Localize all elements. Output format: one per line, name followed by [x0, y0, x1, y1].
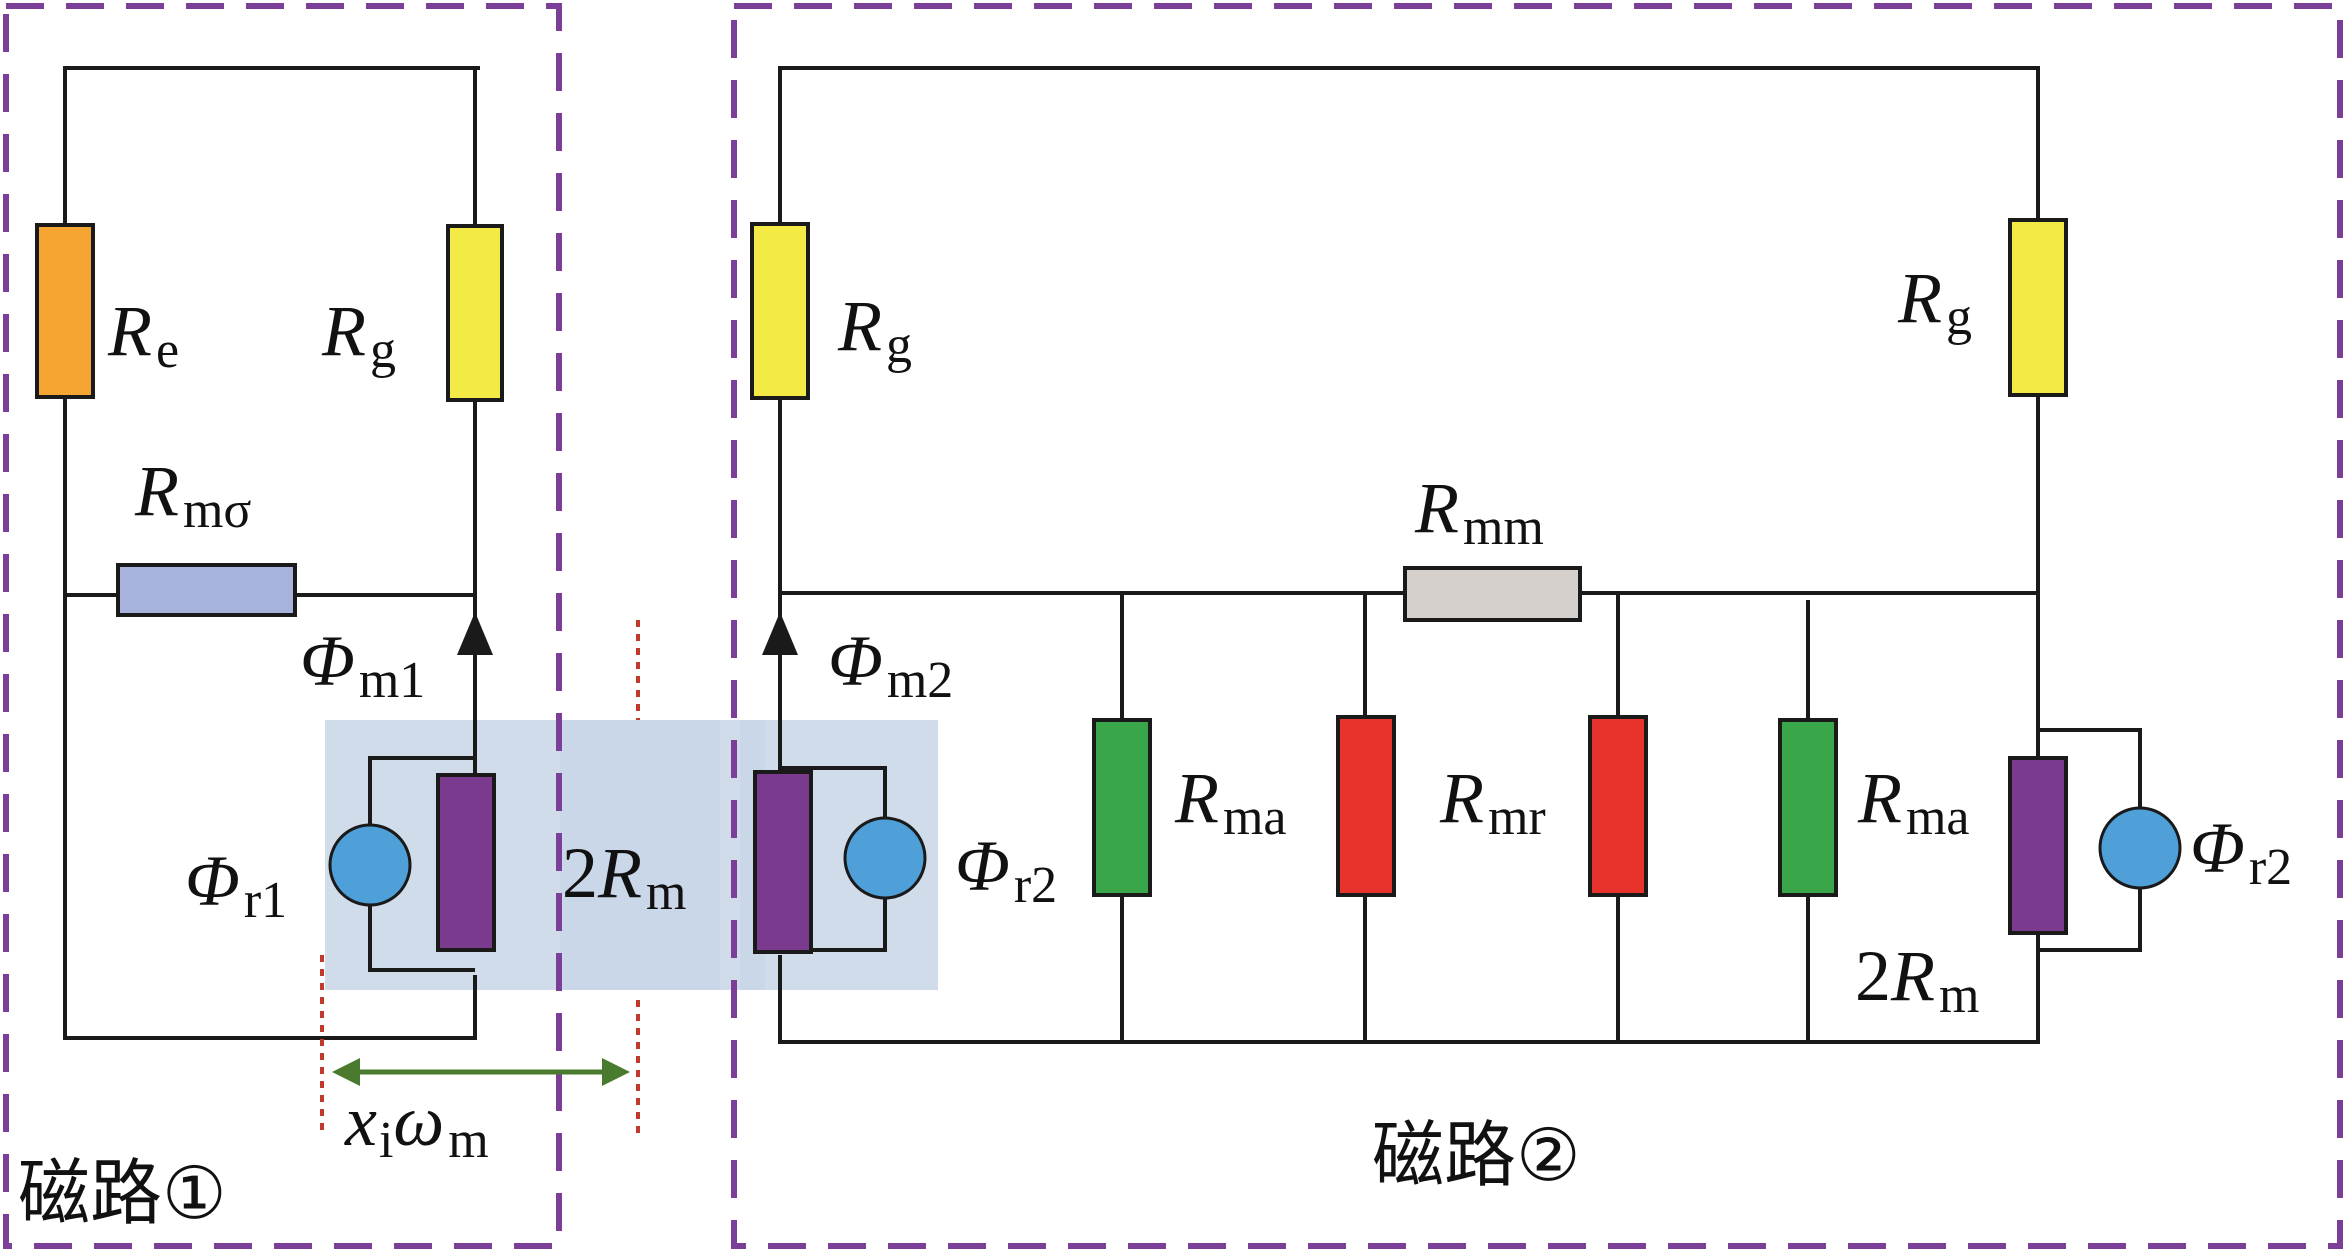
label-2rm-left: 2Rm: [562, 833, 686, 921]
source-phi-r1: [328, 823, 412, 907]
label-phi-r2-right: Φr2: [2190, 808, 2292, 896]
wire-right-bottom: [778, 932, 2040, 1044]
label-rm-sigma: Rmσ: [134, 451, 251, 539]
label-rmr: Rmr: [1439, 758, 1546, 846]
labels: Re Rg Rmσ Φm1 Φr1 2Rm Rg Φm2 Φr2 Rmm Rma…: [107, 258, 2292, 1169]
label-rmm: Rmm: [1414, 468, 1544, 556]
region-border-right: [731, 3, 2343, 1249]
label-phi-m1: Φm1: [300, 621, 425, 709]
flux-arrow-m2: [762, 612, 798, 655]
label-phi-r1: Φr1: [185, 841, 287, 929]
resistor-rma-1: [1092, 718, 1152, 897]
label-rg-mid: Rg: [837, 286, 912, 374]
displacement-head-right: [602, 1058, 630, 1086]
flux-sources: [328, 806, 2182, 907]
resistor-rmr-1: [1336, 715, 1396, 897]
displacement-arrow: [332, 1058, 630, 1086]
resistor-2rm-right: [2008, 756, 2068, 935]
dotted-markers: [320, 620, 640, 1135]
label-rg-left: Rg: [321, 291, 396, 379]
label-rma-2: Rma: [1857, 758, 1970, 846]
label-phi-m2: Φm2: [828, 621, 953, 709]
displacement-head-left: [332, 1058, 360, 1086]
label-displacement: xiωm: [344, 1081, 489, 1169]
label-phi-r2-left: Φr2: [955, 826, 1057, 914]
resistor-rg-left: [446, 224, 504, 402]
resistor-re: [35, 223, 95, 399]
resistor-rg-mid: [750, 222, 810, 400]
resistor-rmr-2: [1588, 715, 1648, 897]
region-label-left: 磁路①: [18, 1151, 227, 1235]
resistor-2rm-left: [436, 773, 496, 952]
source-phi-r2-left: [843, 816, 927, 900]
label-re: Re: [107, 291, 179, 379]
resistor-rma-2: [1778, 718, 1838, 897]
resistor-rmm: [1403, 566, 1582, 622]
region-border-left: [3, 3, 562, 1249]
source-phi-r2-right: [2098, 806, 2182, 890]
label-2rm-right: 2Rm: [1855, 936, 1979, 1024]
resistor-2rm-mid: [753, 770, 813, 954]
wire-left-outer: [63, 66, 480, 1040]
resistor-rm-sigma: [116, 563, 297, 617]
label-rg-right: Rg: [1897, 258, 1972, 346]
resistors: [35, 218, 2068, 954]
wire-right-top: [778, 66, 2040, 222]
shade-middle: [560, 720, 765, 990]
label-rma-1: Rma: [1174, 758, 1287, 846]
region-label-right: 磁路②: [1372, 1113, 1581, 1197]
resistor-rg-right: [2008, 218, 2068, 397]
flux-arrow-m1: [457, 612, 493, 655]
